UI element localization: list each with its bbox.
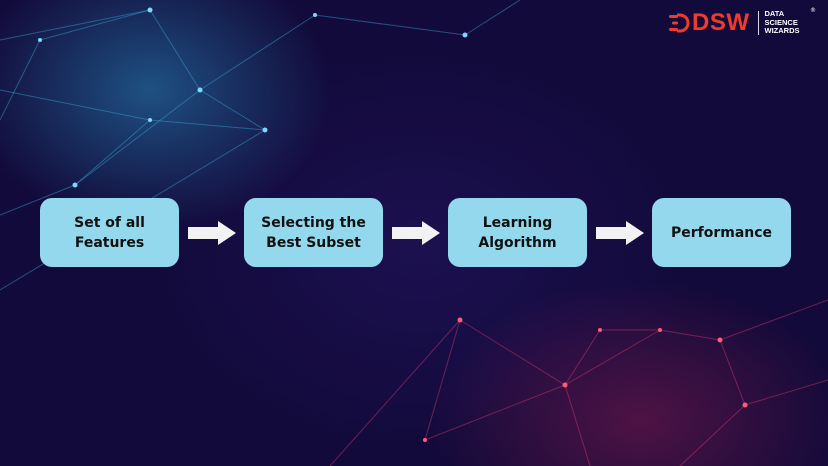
logo-brand-text: DSW	[692, 9, 750, 36]
step-set-of-all-features: Set of all Features	[40, 198, 179, 267]
step-selecting-best-subset: Selecting the Best Subset	[244, 198, 383, 267]
arrow-right-icon	[392, 221, 440, 245]
step-performance: Performance	[652, 198, 791, 267]
logo-subtitle-line-3: WIZARDS	[764, 26, 800, 36]
logo-divider	[757, 11, 759, 35]
step-label: Learning Algorithm	[478, 214, 557, 251]
arrow-right-icon	[596, 221, 644, 245]
step-label: Set of all Features	[74, 214, 145, 251]
logo-subtitle: DATA SCIENCE WIZARDS	[765, 10, 800, 36]
registered-mark: ®	[810, 7, 816, 14]
arrow-right-icon	[188, 221, 236, 245]
dsw-logo-mark-icon	[669, 13, 690, 33]
step-label: Performance	[670, 224, 773, 241]
logo-subtitle-line-2: SCIENCE	[764, 17, 798, 27]
logo-subtitle-line-1: DATA	[764, 9, 785, 19]
dsw-logo: DSW DATA SCIENCE WIZARDS ®	[668, 7, 818, 38]
step-learning-algorithm: Learning Algorithm	[448, 198, 587, 267]
step-label: Selecting the Best Subset	[261, 214, 366, 251]
